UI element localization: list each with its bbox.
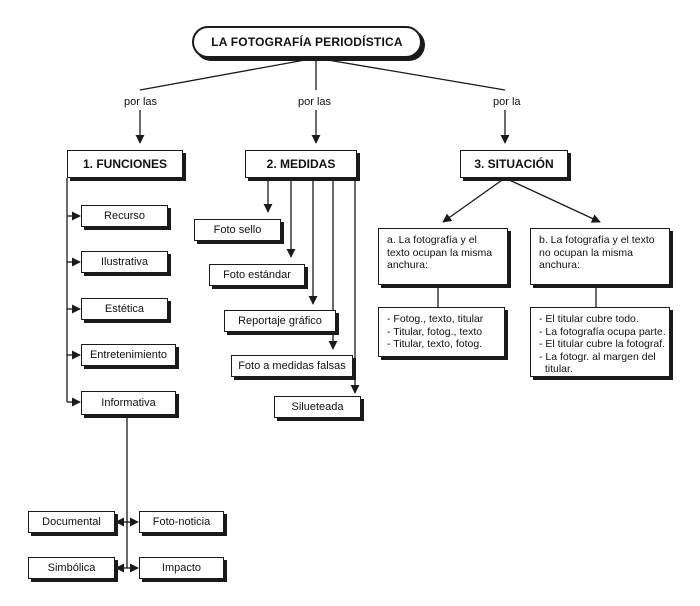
situacion-case-a-options: - Fotog., texto, titular - Titular, foto… [378,307,505,357]
funcion-informativa: Informativa [81,391,176,415]
case-b-option: - El titular cubre todo. [539,313,639,325]
case-a-option: - Titular, fotog., texto [387,325,483,338]
medida-silueteada: Silueteada [274,396,361,418]
medida-foto-medidas-falsas: Foto a medidas falsas [231,355,353,377]
case-b-option: titular. [539,363,573,375]
funcion-recurso: Recurso [81,205,168,227]
case-a-option: - Fotog., texto, titular [387,313,484,325]
medidas-heading: 2. MEDIDAS [245,150,357,178]
informativa-documental: Documental [28,511,115,533]
line-title-situacion [315,57,506,91]
case-a-line: a. La fotografía y el [387,234,477,246]
informativa-impacto: Impacto [139,557,224,579]
informativa-foto-noticia: Foto-noticia [139,511,224,533]
situacion-case-b: b. La fotografía y el texto no ocupan la… [530,228,670,285]
funcion-entretenimiento: Entretenimiento [81,344,176,366]
case-b-option: - La fotografía ocupa parte. [539,325,666,338]
connector-label-medidas: por las [296,96,334,108]
situacion-case-a: a. La fotografía y el texto ocupan la mi… [378,228,508,285]
case-a-line: anchura: [387,259,428,271]
connector-label-funciones: por las [122,96,160,108]
case-a-line: texto ocupan la misma [387,246,493,259]
case-b-option: - La fotogr. al margen del [539,350,656,363]
informativa-simbolica: Simbólica [28,557,115,579]
medida-reportaje-grafico: Reportaje gráfico [224,310,336,332]
funcion-ilustrativa: Ilustrativa [81,251,168,273]
line-title-funciones [139,57,317,91]
medida-foto-sello: Foto sello [194,219,281,241]
case-b-line: b. La fotografía y el texto [539,234,655,246]
page-title: LA FOTOGRAFÍA PERIODÍSTICA [192,26,422,58]
case-b-option: - El titular cubre la fotograf. [539,338,666,350]
case-b-line: no ocupan la misma [539,246,633,259]
situacion-heading: 3. SITUACIÓN [460,150,568,178]
case-a-option: - Titular, texto, fotog. [387,338,483,350]
funcion-estetica: Estética [81,298,168,320]
case-b-line: anchura: [539,259,580,271]
funciones-heading: 1. FUNCIONES [67,150,183,178]
situacion-case-b-options: - El titular cubre todo. - La fotografía… [530,307,670,377]
connector-label-situacion: por la [491,96,523,108]
medida-foto-estandar: Foto estándar [209,264,305,286]
